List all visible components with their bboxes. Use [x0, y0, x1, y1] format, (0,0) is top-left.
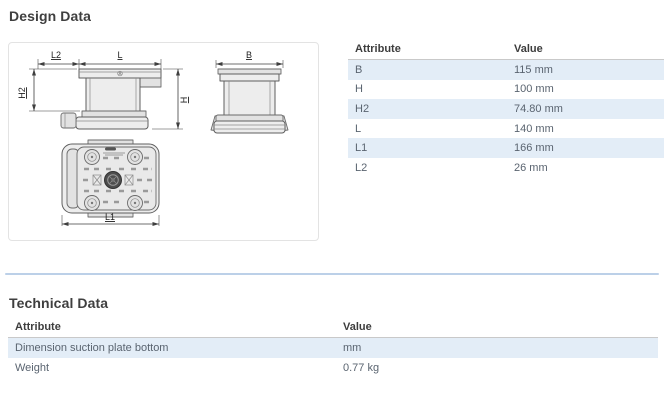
value-cell: 74.80 mm	[514, 102, 563, 115]
attribute-cell: L1	[355, 142, 368, 155]
attribute-cell: H2	[355, 102, 370, 115]
attribute-cell: L	[355, 122, 362, 135]
table-row: B 115 mm	[348, 60, 664, 80]
coupler-icon	[92, 174, 102, 186]
value-cell: 0.77 kg	[343, 362, 380, 374]
attribute-column-header: Attribute	[15, 321, 61, 333]
technical-data-heading: Technical Data	[9, 295, 109, 311]
coupler-icon	[124, 174, 134, 186]
suction-cup-icon	[127, 195, 143, 211]
attribute-cell: Weight	[15, 362, 50, 374]
side-view: B	[210, 50, 289, 134]
dim-label-h: H	[179, 97, 189, 104]
table-row: L2 26 mm	[348, 158, 664, 178]
dim-label-l1: L1	[105, 212, 115, 222]
dimension-drawing-panel: L2 L H2 H	[8, 42, 319, 241]
front-view: L2 L H2 H	[17, 50, 189, 130]
table-row: L 140 mm	[348, 119, 664, 139]
table-row: H2 74.80 mm	[348, 99, 664, 119]
attribute-cell: B	[355, 63, 363, 76]
label-plate-icon	[103, 147, 125, 156]
suction-cup-icon	[84, 195, 100, 211]
value-column-header: Value	[343, 321, 372, 333]
dim-label-l: L	[117, 50, 122, 60]
suction-cup-icon	[84, 149, 100, 165]
table-row: Weight 0.77 kg	[8, 358, 658, 378]
section-divider	[5, 273, 659, 275]
value-cell: 100 mm	[514, 83, 554, 96]
value-cell: 166 mm	[514, 142, 554, 155]
value-cell: 140 mm	[514, 122, 554, 135]
dimension-drawing: L2 L H2 H	[17, 50, 289, 227]
table-row: H 100 mm	[348, 80, 664, 100]
table-header-row: Attribute Value	[8, 317, 658, 338]
design-data-table: Attribute Value B 115 mm H 100 mm H2 74.…	[348, 38, 664, 178]
design-data-heading: Design Data	[9, 8, 92, 24]
attribute-column-header: Attribute	[355, 42, 401, 55]
suction-cup-icon	[127, 149, 143, 165]
value-cell: 115 mm	[514, 63, 553, 76]
value-column-header: Value	[514, 42, 543, 55]
table-header-row: Attribute Value	[348, 38, 664, 60]
attribute-cell: L2	[355, 161, 368, 174]
dim-label-b: B	[246, 50, 252, 60]
attribute-cell: H	[355, 83, 363, 96]
vacuum-port-icon	[104, 171, 122, 189]
table-row: L1 166 mm	[348, 138, 664, 158]
value-cell: 26 mm	[514, 161, 548, 174]
screw-icon	[117, 70, 123, 77]
dim-label-l2: L2	[51, 50, 61, 60]
attribute-cell: Dimension suction plate bottom	[15, 342, 169, 354]
table-row: Dimension suction plate bottom mm	[8, 338, 658, 358]
technical-data-table: Attribute Value Dimension suction plate …	[8, 317, 658, 378]
value-cell: mm	[343, 342, 362, 354]
dim-label-h2: H2	[17, 87, 27, 99]
bottom-view: L1	[61, 139, 160, 227]
